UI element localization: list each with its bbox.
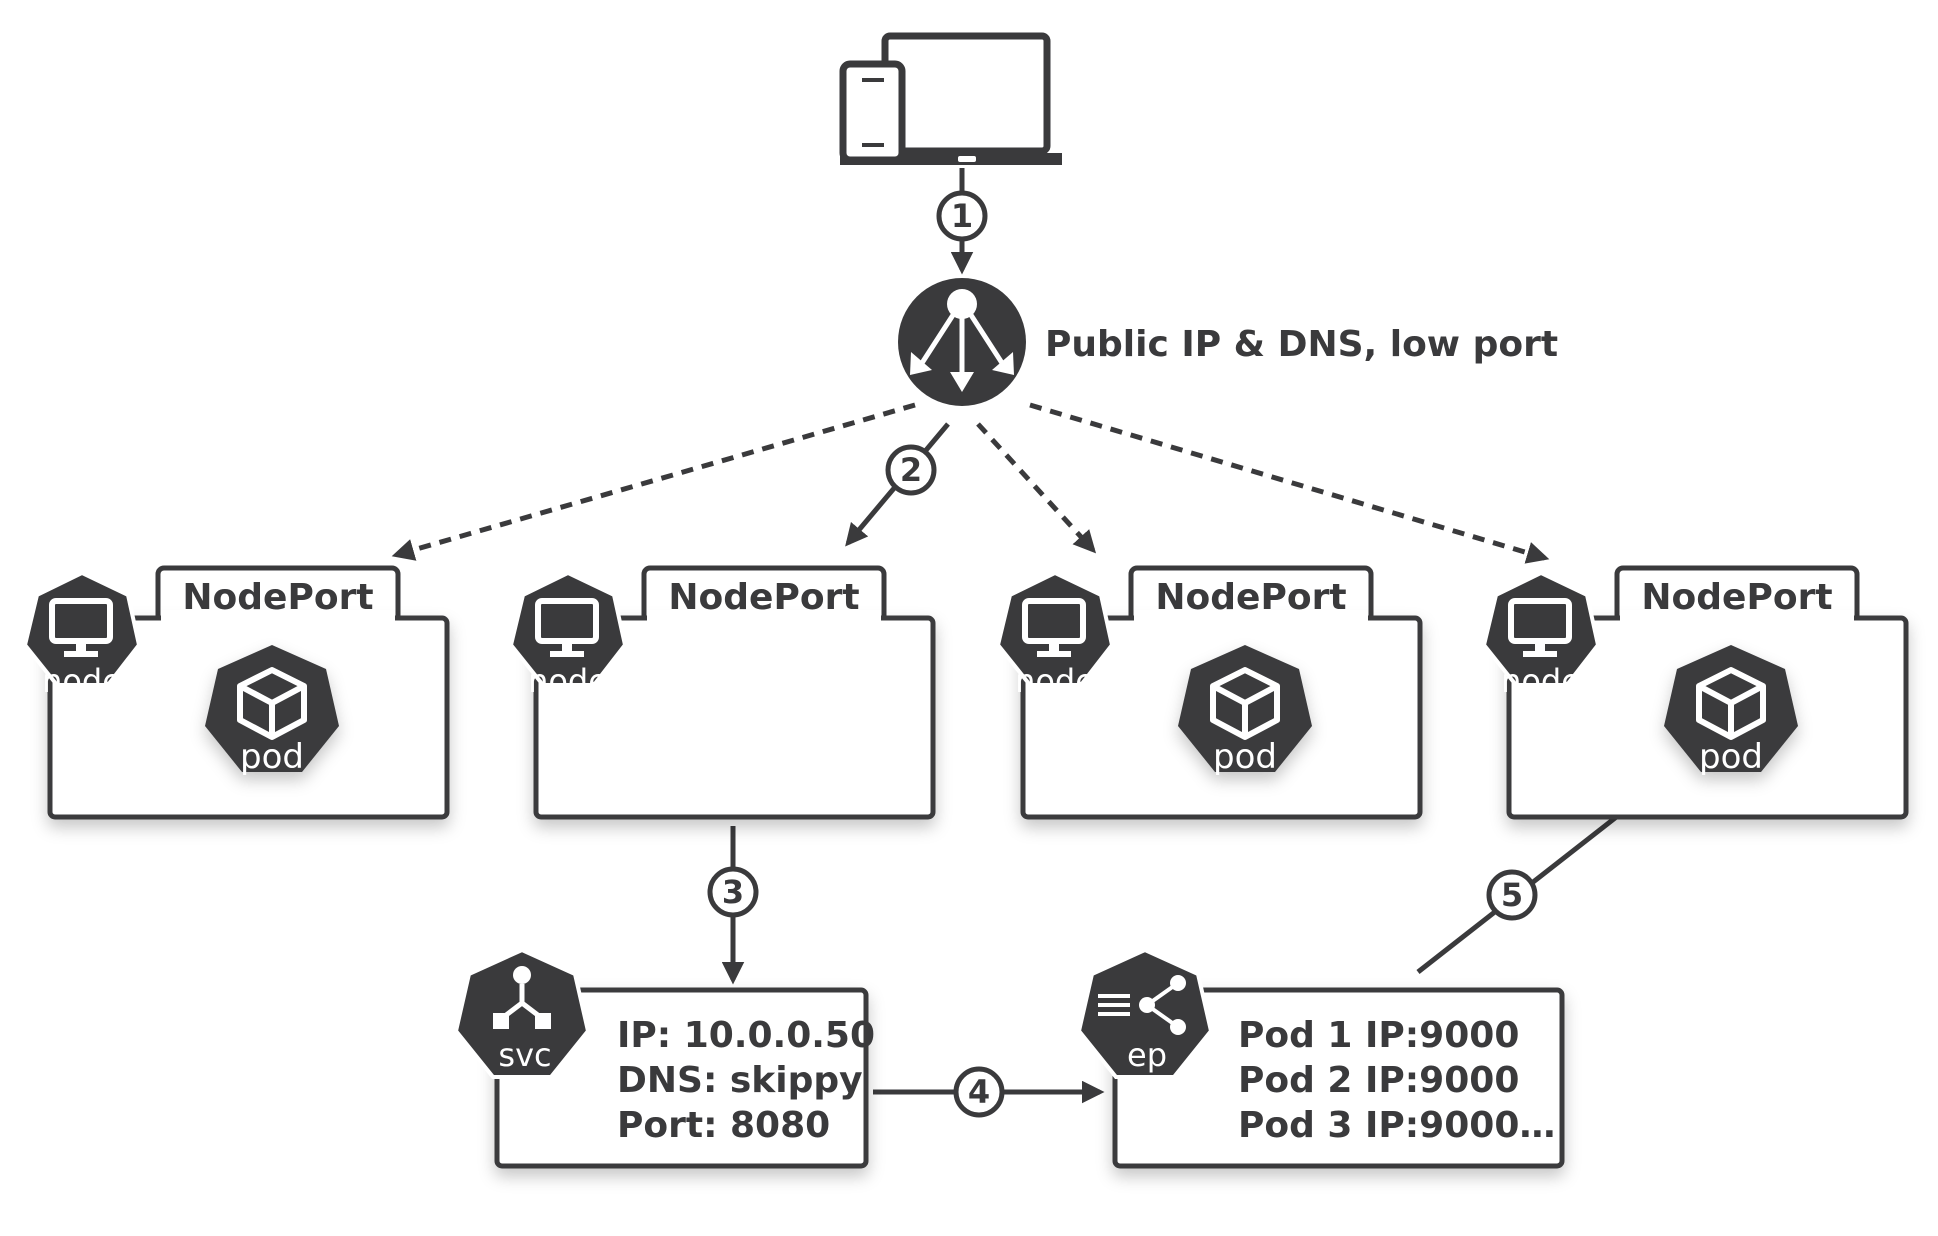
pod-badge-3: pod [1178, 645, 1312, 777]
service-port: Port: 8080 [617, 1105, 830, 1146]
step-3-marker: 3 [707, 866, 759, 918]
endpoints-icon [1098, 975, 1186, 1035]
endpoints: ep Pod 1 IP:9000 Pod 2 IP:9000 Pod 3 IP:… [1076, 947, 1565, 1169]
load-balancer-icon [910, 289, 1014, 392]
dashed-arrow-node-3 [976, 422, 1097, 554]
service-icon [493, 966, 551, 1029]
node-2: NodePort [533, 565, 936, 820]
service-badge [453, 947, 591, 1079]
svg-text:pod: pod [1213, 737, 1277, 777]
dashed-arrow-node-1 [391, 402, 916, 561]
endpoint-line-1: Pod 1 IP:9000 [1238, 1015, 1519, 1056]
svg-text:ep: ep [1127, 1036, 1167, 1074]
dashed-arrow-node-4 [1029, 402, 1550, 564]
svg-text:node: node [42, 662, 122, 700]
svg-text:1: 1 [951, 197, 973, 235]
node-badge-1: node [22, 570, 142, 700]
svg-text:pod: pod [1699, 737, 1763, 777]
svg-text:svc: svc [498, 1036, 551, 1074]
endpoint-line-2: Pod 2 IP:9000 [1238, 1060, 1519, 1101]
pod-badge-4: pod [1664, 645, 1798, 777]
svg-text:4: 4 [968, 1073, 990, 1111]
node-badge-2: node [508, 570, 628, 700]
svg-text:5: 5 [1501, 876, 1523, 914]
svg-text:3: 3 [722, 873, 744, 911]
svg-text:node: node [1501, 662, 1581, 700]
svg-text:node: node [1015, 662, 1095, 700]
step-4-marker: 4 [953, 1066, 1005, 1118]
cube-icon [237, 667, 307, 740]
node-badge-4: node [1481, 570, 1601, 700]
service-ip: IP: 10.0.0.50 [617, 1015, 875, 1056]
step-2-marker: 2 [885, 444, 937, 496]
svg-text:pod: pod [240, 737, 304, 777]
service-dns: DNS: skippy [617, 1060, 863, 1101]
node-badges: node node node node [22, 570, 1601, 700]
service: svc IP: 10.0.0.50 DNS: skippy Port: 8080 [453, 947, 875, 1169]
load-balancer-label: Public IP & DNS, low port [1045, 324, 1558, 365]
client-devices-icon [839, 32, 1062, 165]
pod-badges: pod pod pod [205, 645, 1798, 777]
step-markers: 1 2 3 4 5 [707, 190, 1538, 1118]
load-balancer: Public IP & DNS, low port [898, 278, 1558, 406]
cube-icon [1696, 667, 1766, 740]
node-badge-3: node [995, 570, 1115, 700]
endpoint-line-3: Pod 3 IP:9000… [1238, 1105, 1555, 1146]
cube-icon [1210, 667, 1280, 740]
svg-text:node: node [528, 662, 608, 700]
step-5-marker: 5 [1486, 869, 1538, 921]
pod-badge-1: pod [205, 645, 339, 777]
step-1-marker: 1 [936, 190, 988, 242]
svg-text:2: 2 [900, 451, 922, 489]
